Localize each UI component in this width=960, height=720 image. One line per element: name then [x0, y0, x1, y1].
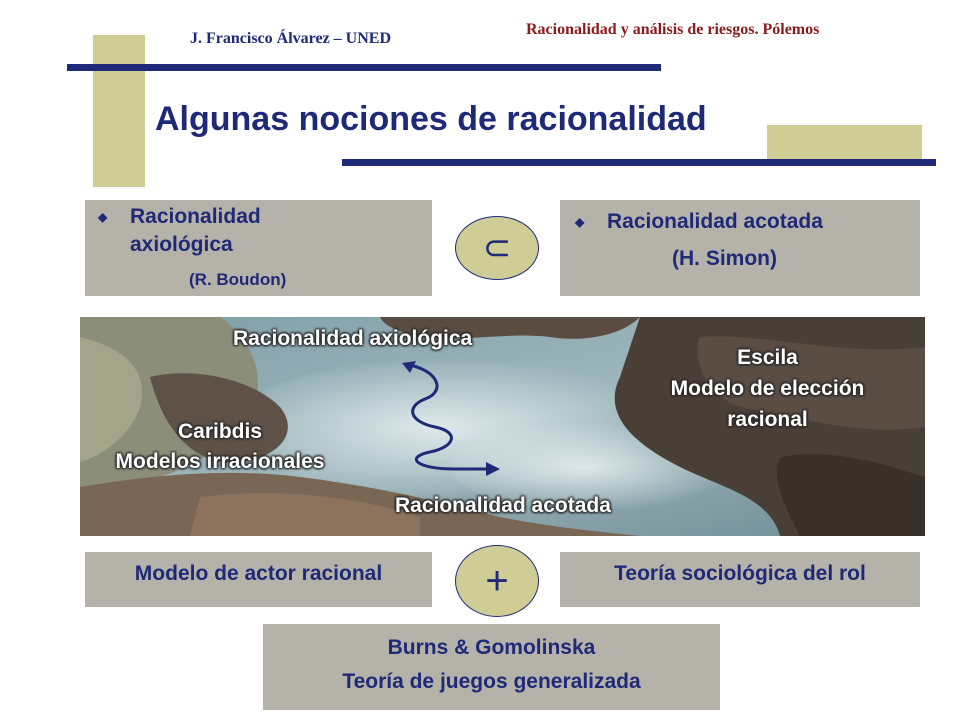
escila-line2: Modelo de elección: [670, 377, 865, 400]
caribdis-line2: Modelos irracionales: [115, 450, 325, 473]
rational-actor-model-box: Modelo de actor racional: [85, 552, 432, 607]
course-label: Racionalidad y análisis de riesgos. Póle…: [526, 21, 820, 38]
arrow-head-bottom-icon: [486, 462, 500, 476]
bounded-rationality-box: ◆ Racionalidad acotada (H. Simon): [560, 200, 920, 296]
title-divider-line: [342, 159, 936, 166]
sea-rocks-illustration: [80, 317, 925, 536]
photo-label-escila: Escila Modelo de elección racional: [625, 342, 910, 435]
top-divider-line: [67, 64, 661, 71]
axiological-rationality-box: ◆ Racionalidad axiológica (R. Boudon): [85, 200, 432, 296]
photo-label-axiological: Racionalidad axiológica: [233, 327, 473, 350]
simon-label: (H. Simon): [672, 247, 777, 270]
arrow-head-top-icon: [402, 361, 416, 373]
role-theory-box: Teoría sociológica del rol: [560, 552, 920, 607]
burns-gomolinska-label: Burns & Gomolinska: [387, 636, 596, 659]
right-decor-block: [767, 125, 922, 160]
role-theory-label: Teoría sociológica del rol: [614, 561, 866, 585]
caribdis-line1: Caribdis: [177, 420, 263, 443]
axiological-label-line2: axiológica: [130, 233, 233, 256]
diamond-bullet-icon: ◆: [575, 215, 585, 229]
squiggle-arrow-line: [409, 363, 490, 471]
author-label: J. Francisco Álvarez – UNED: [190, 30, 391, 47]
escila-line3: racional: [727, 408, 808, 431]
generalized-game-theory-box: Burns & Gomolinska Teoría de juegos gene…: [263, 624, 720, 710]
left-decor-block: [93, 35, 145, 187]
rational-actor-model-label: Modelo de actor racional: [134, 561, 383, 585]
diamond-bullet-icon: ◆: [98, 210, 108, 224]
plus-circle: +: [455, 545, 539, 617]
photo-label-caribdis: Caribdis Modelos irracionales: [80, 417, 360, 477]
axiological-label-line1: Racionalidad: [130, 205, 261, 228]
plus-icon: +: [485, 559, 509, 603]
page-title: Algunas nociones de racionalidad: [155, 100, 707, 138]
boudon-label: (R. Boudon): [189, 270, 287, 289]
bounded-rationality-label: Racionalidad acotada: [607, 210, 823, 233]
subset-icon: ⊂: [482, 229, 512, 267]
escila-line1: Escila: [737, 346, 798, 369]
sea-rocks-image: Racionalidad axiológica Racionalidad aco…: [80, 317, 925, 536]
subset-circle: ⊂: [455, 216, 539, 280]
photo-label-bounded: Racionalidad acotada: [395, 494, 611, 517]
generalized-game-theory-label: Teoría de juegos generalizada: [342, 670, 641, 693]
